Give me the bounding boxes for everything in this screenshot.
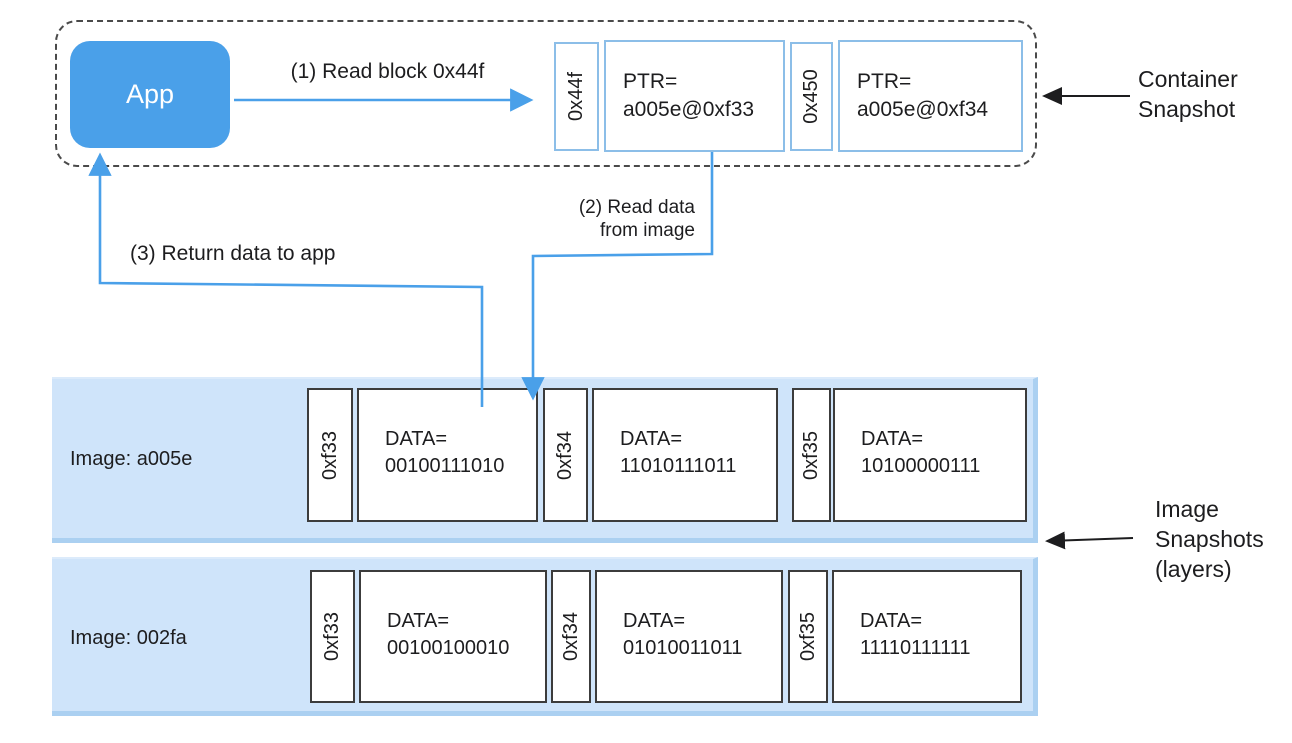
row1-addr-cell-0xf33: 0xf33 xyxy=(307,388,353,522)
row1-data-cell-0xf33: DATA= 00100111010 xyxy=(357,388,538,522)
step2-line1: (2) Read data xyxy=(578,197,695,218)
step3-arrow xyxy=(88,152,484,407)
data-line2: 00100100010 xyxy=(387,637,510,659)
block-addr-cell-0x44f: 0x44f xyxy=(554,42,599,151)
addr-label: 0xf34 xyxy=(554,430,576,480)
data-line1: DATA= xyxy=(861,428,924,450)
image-snapshots-side-label-line3: (layers) xyxy=(1155,556,1232,582)
data-line2: 00100111010 xyxy=(385,455,505,477)
data-line1: DATA= xyxy=(623,610,686,632)
container-snapshot-side-label-line1: Container xyxy=(1138,66,1238,92)
row2-addr-cell-0xf35: 0xf35 xyxy=(788,570,828,703)
addr-label: 0xf33 xyxy=(321,612,343,661)
image-snapshots-side-label: Image Snapshots (layers) xyxy=(1155,494,1264,584)
row1-addr-cell-0xf35: 0xf35 xyxy=(792,388,831,522)
step2-line2: from image xyxy=(599,220,695,241)
image-snapshots-side-label-line1: Image xyxy=(1155,496,1219,522)
step2-read-data-label: (2) Read data from image xyxy=(545,196,695,242)
row1-data-cell-0xf35: DATA= 10100000111 xyxy=(833,388,1027,522)
step3-return-data-label: (3) Return data to app xyxy=(130,242,336,265)
data-line1: DATA= xyxy=(860,610,923,632)
ptr-cell-0x450: PTR= a005e@0xf34 xyxy=(838,40,1023,152)
image-snapshots-pointer-arrow xyxy=(1045,531,1134,550)
data-line2: 11010111011 xyxy=(620,455,737,477)
addr-label: 0xf35 xyxy=(800,430,822,480)
data-line2: 10100000111 xyxy=(861,455,981,477)
container-snapshot-side-label-line2: Snapshot xyxy=(1138,96,1236,122)
ptr-cell-0x44f: PTR= a005e@0xf33 xyxy=(604,40,785,152)
ptr-line1: PTR= xyxy=(623,70,678,93)
row2-data-cell-0xf34: DATA= 01010011011 xyxy=(595,570,783,703)
data-line2: 11110111111 xyxy=(860,637,971,659)
image-row-002fa-label: Image: 002fa xyxy=(70,627,187,649)
ptr-line2: a005e@0xf34 xyxy=(857,98,989,121)
image-snapshots-side-label-line2: Snapshots xyxy=(1155,526,1264,552)
container-snapshot-side-label: Container Snapshot xyxy=(1138,64,1238,124)
row2-addr-cell-0xf33: 0xf33 xyxy=(310,570,355,703)
data-line1: DATA= xyxy=(385,428,448,450)
block-addr-label: 0x450 xyxy=(800,69,822,124)
row2-data-cell-0xf35: DATA= 11110111111 xyxy=(832,570,1022,703)
ptr-line2: a005e@0xf33 xyxy=(623,98,755,121)
addr-label: 0xf35 xyxy=(796,612,819,661)
image-row-a005e-label: Image: a005e xyxy=(70,448,193,470)
step2-arrow xyxy=(521,152,714,401)
data-line1: DATA= xyxy=(620,428,683,450)
data-line2: 01010011011 xyxy=(623,637,743,659)
row1-addr-cell-0xf34: 0xf34 xyxy=(543,388,588,522)
ptr-line1: PTR= xyxy=(857,70,912,93)
data-line1: DATA= xyxy=(387,610,450,632)
app-label: App xyxy=(125,79,175,109)
block-addr-label: 0x44f xyxy=(565,72,587,121)
addr-label: 0xf33 xyxy=(318,430,341,480)
addr-label: 0xf34 xyxy=(559,612,582,661)
row2-data-cell-0xf33: DATA= 00100100010 xyxy=(359,570,547,703)
row2-addr-cell-0xf34: 0xf34 xyxy=(551,570,591,703)
row1-data-cell-0xf34: DATA= 11010111011 xyxy=(592,388,778,522)
block-addr-cell-0x450: 0x450 xyxy=(790,42,833,151)
step1-read-block-label: (1) Read block 0x44f xyxy=(290,60,485,83)
app-node: App xyxy=(70,41,230,148)
